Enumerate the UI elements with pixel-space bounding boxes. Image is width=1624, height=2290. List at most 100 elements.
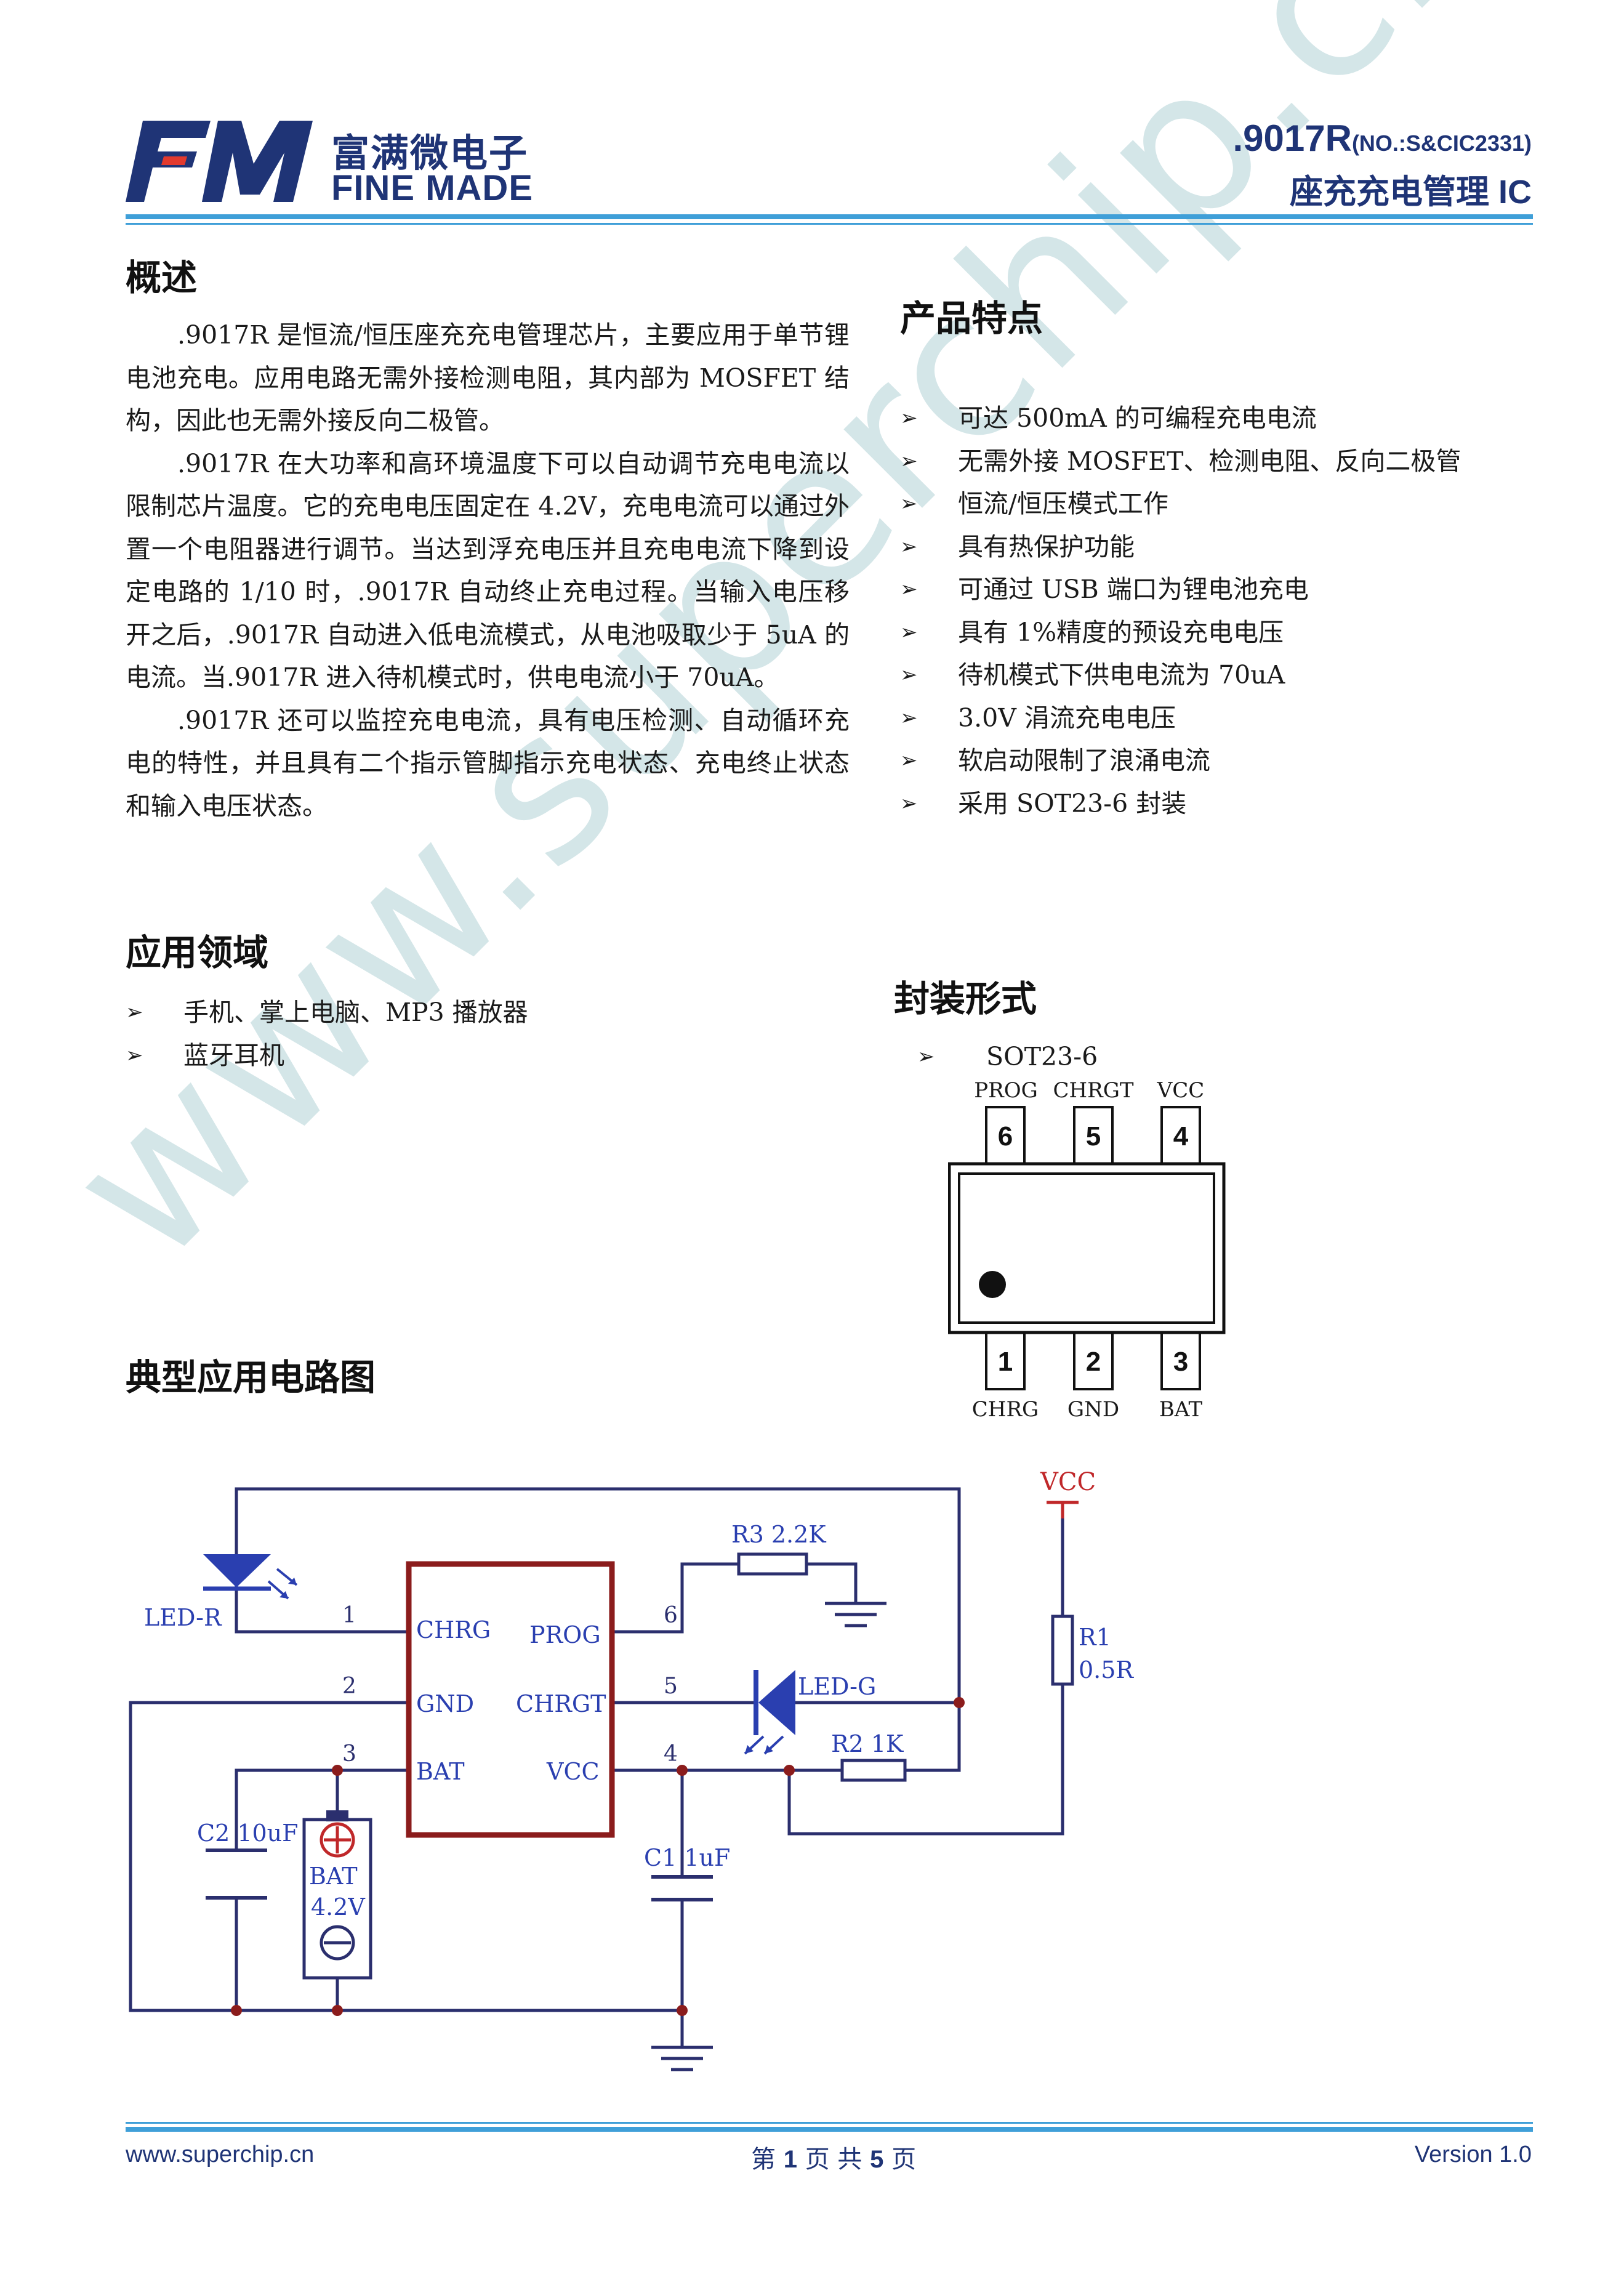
pin-number-label: 3: [342, 1741, 356, 1767]
arrow-bullet-icon: ➢: [900, 406, 918, 430]
ground-symbol-icon: [825, 1602, 886, 1627]
pin-box: [1073, 1331, 1114, 1390]
resistor-r1: [1051, 1615, 1074, 1686]
arrow-bullet-icon: ➢: [126, 1000, 143, 1025]
pin-number-label: 5: [664, 1674, 678, 1699]
overview-heading: 概述: [126, 257, 198, 299]
arrow-bullet-icon: ➢: [900, 534, 918, 559]
battery-plus-icon: [320, 1822, 355, 1858]
vcc-symbol-icon: [1047, 1501, 1079, 1518]
arrow-bullet-icon: ➢: [900, 448, 918, 474]
ground-symbol-icon: [651, 2046, 713, 2071]
pin-number: 1: [998, 1347, 1013, 1377]
model-code: (NO.:S&CIC2331): [1351, 131, 1532, 156]
package-heading: 封装形式: [894, 978, 1037, 1020]
package-list: ➢SOT23-6: [917, 1036, 1098, 1079]
list-item: ➢具有 1%精度的预设充电电压: [900, 611, 1461, 655]
version-label: Version 1.0: [1414, 2142, 1532, 2167]
c2-label: C2 10uF: [197, 1820, 299, 1847]
arrow-bullet-icon: ➢: [900, 491, 918, 516]
header-rule-thin: [126, 223, 1533, 225]
arrow-bullet-icon: ➢: [900, 577, 918, 602]
features-heading: 产品特点: [900, 297, 1043, 339]
pin-number-label: 2: [342, 1674, 356, 1699]
pin-number-label: 6: [664, 1603, 678, 1628]
arrow-bullet-icon: ➢: [900, 619, 918, 645]
footer-rule: [126, 2127, 1533, 2132]
pin-label: CHRGT: [1053, 1078, 1133, 1103]
list-item: ➢SOT23-6: [917, 1036, 1098, 1079]
footer-rule-thin: [126, 2122, 1533, 2124]
list-item: ➢具有热保护功能: [900, 526, 1461, 569]
list-item: ➢蓝牙耳机: [126, 1034, 528, 1078]
c1-label: C1 1uF: [644, 1844, 730, 1871]
footer-url[interactable]: www.superchip.cn: [126, 2142, 315, 2167]
list-item: ➢可通过 USB 端口为锂电池充电: [900, 568, 1461, 611]
charger-ic-body: [406, 1561, 615, 1838]
chip-pin-label: PROG: [529, 1621, 601, 1648]
pin-box: [985, 1331, 1026, 1390]
list-item: ➢采用 SOT23-6 封装: [900, 783, 1461, 826]
r3-label: R3 2.2K: [731, 1521, 826, 1548]
list-item: ➢软启动限制了浪涌电流: [900, 740, 1461, 783]
pin-number: 5: [1086, 1121, 1101, 1151]
model-number: .9017R(NO.:S&CIC2331): [1232, 118, 1532, 159]
pin-number-label: 1: [342, 1603, 356, 1628]
led-r-icon: [203, 1554, 298, 1600]
features-list: ➢可达 500mA 的可编程充电电流 ➢无需外接 MOSFET、检测电阻、反向二…: [900, 397, 1461, 825]
fm-logo: [126, 121, 313, 202]
capacitor-c2: [206, 1849, 267, 1900]
battery-name-label: BAT: [309, 1863, 358, 1890]
chip-pin-label: CHRGT: [516, 1690, 606, 1717]
r2-label: R2 1K: [831, 1730, 904, 1757]
sot23-6-package-diagram: PROG CHRGT VCC 6 5 4 1 2 3 CHRG GND BAT: [948, 1078, 1226, 1422]
pin-box: [1160, 1106, 1201, 1165]
page-number: 1: [783, 2146, 797, 2173]
pin-label: BAT: [1159, 1397, 1203, 1422]
overview-paragraph-2: .9017R 在大功率和高环境温度下可以自动调节充电电流以限制芯片温度。它的充电…: [126, 448, 850, 693]
resistor-r2: [840, 1759, 907, 1782]
pin-number: 4: [1173, 1121, 1189, 1151]
battery-terminal: [326, 1810, 348, 1821]
arrow-bullet-icon: ➢: [126, 1042, 143, 1068]
pin-label: GND: [1067, 1397, 1119, 1422]
pin-number: 3: [1173, 1347, 1188, 1377]
page-total: 5: [870, 2146, 884, 2173]
overview-paragraph-3: .9017R 还可以监控充电电流，具有电压检测、自动循环充电的特性，并且具有二个…: [126, 705, 850, 821]
brand-name-cn: 富满微电子: [331, 132, 529, 175]
page-indicator: 第 1 页 共 5 页: [751, 2145, 917, 2174]
pin-box: [985, 1106, 1026, 1165]
chip-pin-label: CHRG: [416, 1616, 491, 1643]
brand-name-en: FINE MADE: [331, 168, 533, 208]
list-item: ➢手机、掌上电脑、MP3 播放器: [126, 991, 528, 1034]
resistor-r3: [737, 1552, 808, 1576]
pin1-marker-dot: [979, 1271, 1006, 1298]
arrow-bullet-icon: ➢: [900, 705, 918, 730]
arrow-bullet-icon: ➢: [900, 663, 918, 687]
applications-heading: 应用领域: [126, 932, 269, 974]
chip-pin-label: GND: [416, 1690, 474, 1717]
package-body: [948, 1162, 1226, 1334]
list-item: ➢可达 500mA 的可编程充电电流: [900, 397, 1461, 440]
list-item: ➢恒流/恒压模式工作: [900, 483, 1461, 526]
pin-number: 6: [998, 1121, 1013, 1151]
capacitor-c1: [651, 1875, 713, 1901]
chip-pin-label: BAT: [416, 1758, 465, 1785]
pin-number-label: 4: [664, 1741, 678, 1767]
arrow-bullet-icon: ➢: [917, 1044, 935, 1069]
header-right: .9017R(NO.:S&CIC2331) 座充充电管理 IC: [1232, 117, 1532, 213]
overview-text: .9017R 是恒流/恒压座充充电管理芯片，主要应用于单节锂电池充电。应用电路无…: [126, 314, 850, 828]
arrow-bullet-icon: ➢: [900, 791, 918, 816]
overview-paragraph-1: .9017R 是恒流/恒压座充充电管理芯片，主要应用于单节锂电池充电。应用电路无…: [126, 320, 850, 435]
battery-minus-icon: [320, 1925, 355, 1961]
package-body-inner: [958, 1172, 1215, 1324]
pin-label: PROG: [974, 1078, 1038, 1103]
pin-label: VCC: [1157, 1078, 1205, 1103]
r1-name-label: R1: [1079, 1624, 1111, 1651]
applications-list: ➢手机、掌上电脑、MP3 播放器 ➢蓝牙耳机: [126, 991, 528, 1077]
vcc-label: VCC: [1040, 1468, 1096, 1496]
r1-value-label: 0.5R: [1079, 1656, 1134, 1683]
led-r-label: LED-R: [144, 1604, 222, 1631]
led-g-label: LED-G: [798, 1673, 876, 1700]
